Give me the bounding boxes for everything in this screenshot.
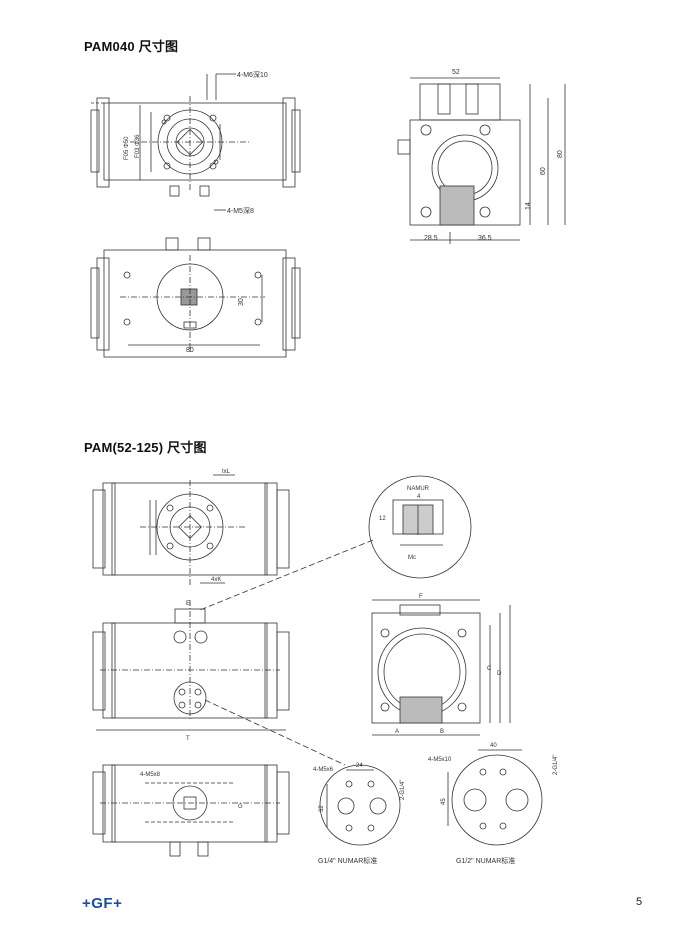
label-m5b: 4-M5x6	[313, 767, 334, 773]
page-number: 5	[636, 896, 643, 908]
label-n12: 12	[379, 516, 386, 522]
label-g: G	[238, 804, 243, 810]
label-bolt-bottom: 4-M5深8	[227, 206, 254, 215]
label-e: E	[186, 601, 190, 607]
pam040-side-view	[397, 77, 566, 244]
pam040-front-view	[90, 237, 301, 358]
dim-28-5: 28.5	[424, 235, 438, 242]
label-a: A	[395, 729, 399, 735]
label-m5c: 4-M5x10	[428, 757, 452, 763]
label-b: B	[440, 729, 444, 735]
dim-60: 60	[540, 167, 547, 175]
dim-36-5: 36.5	[478, 235, 492, 242]
pam-series-front-view	[92, 600, 346, 766]
label-f03: F03 Φ36	[135, 134, 141, 158]
caption-g12: G1/2" NUMAR标准	[456, 856, 515, 865]
gf-logo: +GF+	[82, 895, 123, 912]
label-g14: 2-G1/4"	[400, 780, 406, 800]
label-c: C	[487, 666, 492, 672]
label-n40: 40	[490, 743, 497, 749]
namur-g14-detail	[319, 764, 401, 846]
namur-detail	[199, 475, 472, 611]
dim-30: 30	[238, 298, 245, 306]
label-m5: 4-M5x8	[140, 772, 161, 778]
label-n24: 24	[356, 763, 363, 769]
dim-80: 80	[557, 150, 564, 158]
dim-14: 14	[525, 202, 532, 210]
label-n4: 4	[417, 494, 421, 500]
label-4xk: 4xK	[211, 577, 221, 583]
label-f: F	[419, 594, 423, 600]
dim-80b: 80	[186, 347, 194, 354]
label-txl: txL	[222, 469, 231, 475]
pam040-top-view	[90, 73, 301, 211]
label-bolt-top: 4-M6深10	[237, 70, 268, 79]
label-n45: 45	[441, 798, 447, 805]
namur-g12-detail	[447, 749, 543, 846]
label-f05: F05 Φ50	[124, 136, 130, 160]
section2-title: PAM(52-125) 尺寸图	[84, 440, 207, 455]
label-n32: 32	[319, 805, 325, 812]
label-namur: NAMUR	[407, 486, 430, 492]
label-t: T	[186, 736, 190, 742]
label-g14b: 2-G1/4"	[553, 755, 559, 775]
caption-g14: G1/4" NUMAR标准	[318, 856, 377, 865]
pam-series-side-view	[371, 599, 511, 736]
section1-title: PAM040 尺寸图	[84, 39, 179, 54]
dim-52: 52	[452, 69, 460, 76]
pam-series-top-view	[92, 474, 290, 585]
label-d: D	[497, 671, 502, 677]
pam-series-bottom-view	[92, 764, 290, 857]
label-mc: Mc	[408, 555, 416, 561]
